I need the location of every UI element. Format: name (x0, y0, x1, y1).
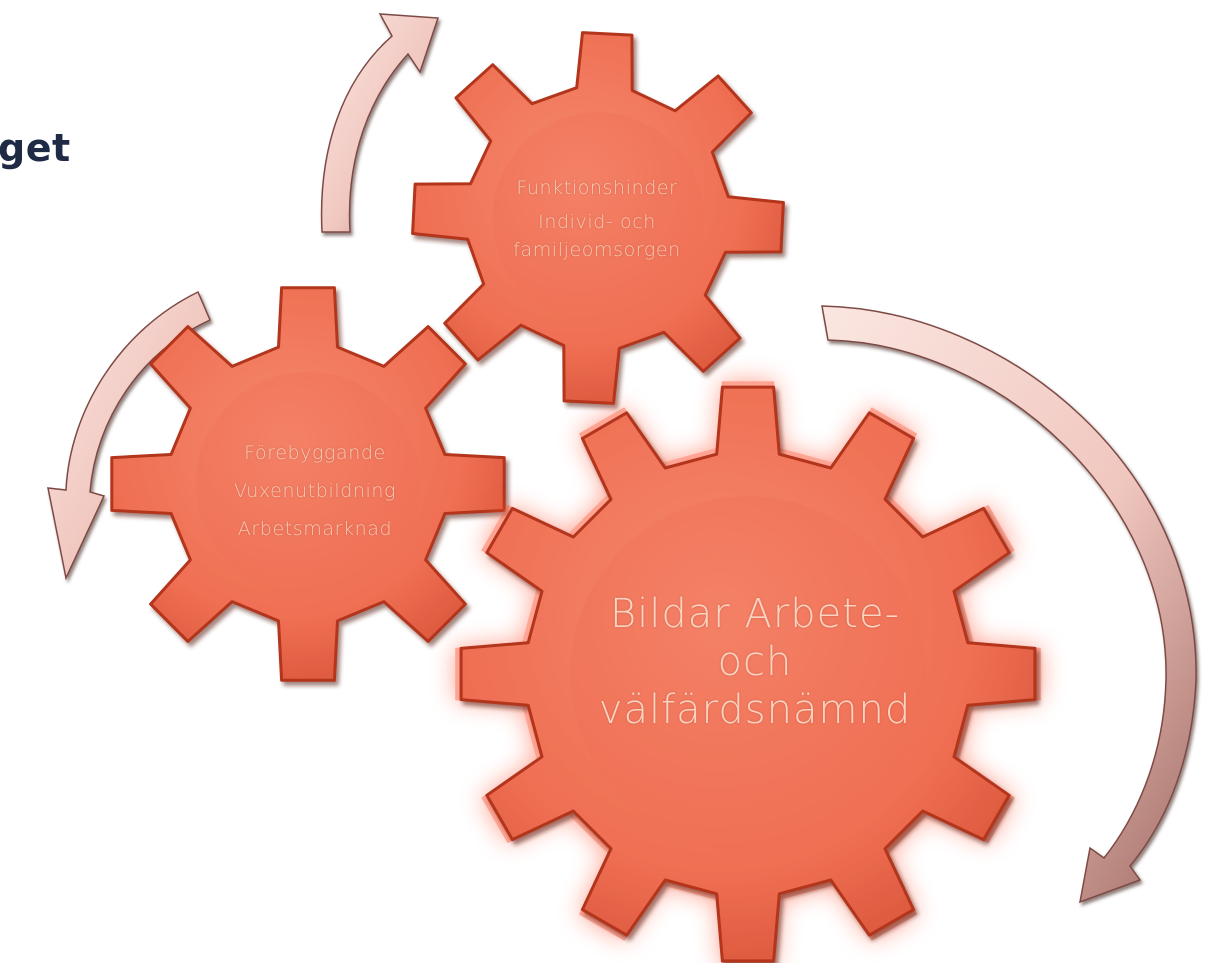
arrow-right (821, 305, 1197, 904)
curved-arrow-icon (821, 305, 1197, 904)
gear-icon (455, 381, 1041, 963)
gear-label-line: Arbetsmarknad (237, 518, 393, 540)
gear-body (459, 385, 1037, 963)
gear-body (110, 286, 506, 682)
gear-label-line: familjeomsorgen (513, 239, 681, 261)
gear-label-line: välfärdsnämnd (598, 687, 912, 733)
gear-label-line: Funktionshinder (516, 177, 678, 199)
gear-hub (196, 372, 420, 596)
curved-arrow-icon (47, 290, 211, 581)
arrow-left (47, 290, 211, 581)
gear-hub (492, 112, 704, 324)
gear-label-big: Bildar Arbete- och välfärdsnämnd (540, 590, 970, 734)
gear-label-line: Individ- och (538, 211, 656, 233)
gear-label-line: Förebyggande (244, 442, 386, 464)
gear-label-line: Bildar Arbete- (609, 591, 900, 637)
gear-body (411, 31, 785, 405)
arrow-top (320, 13, 440, 233)
gear-label-left: Förebyggande Vuxenutbildning Arbetsmarkn… (180, 434, 450, 548)
gear-label-line: och (717, 639, 793, 685)
gear-hub (570, 496, 926, 852)
page-title: get (0, 126, 71, 170)
gear-label-line: Vuxenutbildning (233, 480, 397, 502)
gear-label-top: Funktionshinder Individ- och familjeomso… (462, 174, 732, 264)
curved-arrow-icon (320, 13, 440, 233)
gear-icon (411, 31, 785, 405)
gear-icon (110, 286, 506, 682)
